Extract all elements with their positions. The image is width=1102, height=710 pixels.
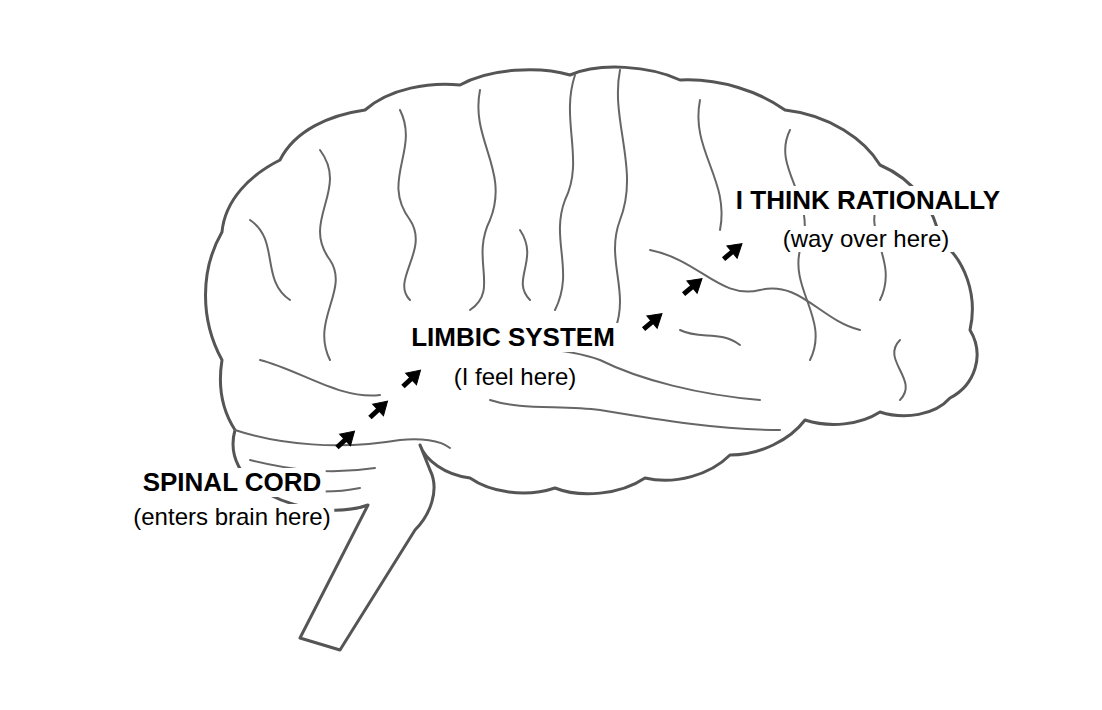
- arrow-head: [373, 395, 393, 416]
- arrow: [718, 238, 747, 266]
- sulcus: [520, 230, 530, 300]
- region-note: (I feel here): [450, 364, 581, 390]
- sulcus: [894, 340, 906, 400]
- sulcus: [470, 90, 496, 310]
- sulcus: [490, 400, 780, 430]
- brain-folds: [235, 70, 906, 492]
- sulcus: [615, 70, 627, 330]
- arrow: [331, 425, 359, 453]
- sulcus: [680, 330, 740, 345]
- arrow: [397, 364, 425, 392]
- arrow: [678, 273, 707, 301]
- arrow-head: [647, 308, 667, 329]
- brain-outline: [206, 67, 978, 650]
- region-note: (enters brain here): [129, 504, 334, 530]
- sulcus: [260, 360, 380, 396]
- sulcus: [320, 150, 336, 360]
- arrow-head: [406, 364, 426, 385]
- region-note: (way over here): [779, 226, 954, 252]
- arrow-head: [340, 425, 360, 446]
- sulcus: [398, 110, 415, 300]
- arrow: [364, 395, 392, 423]
- sulcus: [650, 250, 860, 330]
- brain-outline: [206, 67, 978, 650]
- arrow: [638, 308, 667, 336]
- cerebellum-line: [235, 430, 450, 448]
- sulcus: [250, 220, 290, 300]
- region-label: LIMBIC SYSTEM: [407, 323, 619, 352]
- arrow-head: [687, 273, 707, 294]
- region-label: I THINK RATIONALLY: [732, 186, 1004, 215]
- flow-arrows: [331, 238, 747, 454]
- sulcus: [698, 100, 721, 230]
- region-label: SPINAL CORD: [139, 468, 326, 497]
- sulcus: [555, 75, 575, 310]
- arrow-head: [727, 238, 747, 259]
